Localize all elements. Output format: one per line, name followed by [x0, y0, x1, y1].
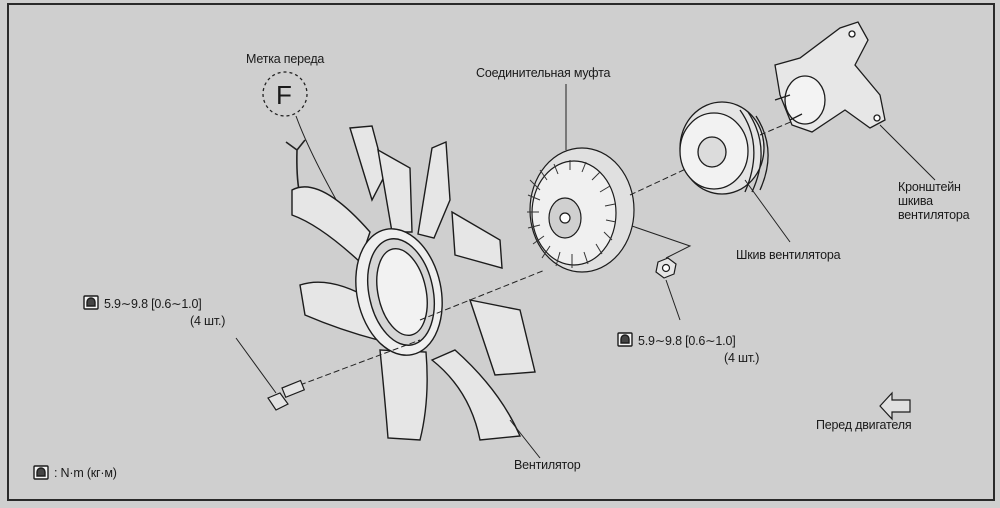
- torque-wrench-icon: [83, 295, 99, 310]
- front-direction-arrow-icon: [879, 391, 911, 421]
- fan-blade: [379, 349, 428, 441]
- torque-wrench-icon: [617, 332, 633, 347]
- torque-right-value: 5.9∼9.8 [0.6∼1.0]: [638, 334, 736, 348]
- bracket-label-line1: Кронштейн: [898, 180, 961, 194]
- fan-label: Вентилятор: [514, 458, 581, 472]
- fan-blade: [417, 140, 451, 239]
- torque-left-value: 5.9∼9.8 [0.6∼1.0]: [104, 297, 202, 311]
- nut-label-leader: [665, 279, 681, 321]
- frame-border: [7, 3, 995, 501]
- front-mark-letter: F: [276, 80, 292, 110]
- fan-blade: [291, 186, 371, 264]
- fan-blade: [468, 299, 536, 376]
- coupling-nut: [655, 257, 677, 279]
- bolt-leader: [235, 337, 277, 394]
- pulley-label: Шкив вентилятора: [736, 248, 841, 262]
- fan-bolt: [267, 379, 306, 411]
- nut-leader: [631, 225, 692, 259]
- engine-front-label: Перед двигателя: [816, 418, 912, 432]
- fan-pulley: [679, 101, 769, 195]
- fan-coupling: [527, 147, 635, 273]
- bracket-label-line3: вентилятора: [898, 208, 970, 222]
- front-mark-circle: [262, 71, 308, 117]
- fan-hub-core: [376, 247, 428, 337]
- fan: [291, 125, 536, 441]
- fan-blade: [377, 148, 413, 233]
- torque-wrench-icon: [33, 465, 49, 480]
- torque-left-qty: (4 шт.): [190, 314, 226, 328]
- fan-label-leader: [509, 419, 541, 459]
- fan-blade: [430, 349, 522, 441]
- bracket-leader: [879, 124, 936, 181]
- axis-line: [419, 269, 546, 321]
- fan-pulley-bracket: [774, 21, 886, 133]
- front-mark-label: Метка переда: [246, 52, 325, 66]
- fan-blade: [451, 210, 503, 269]
- units-legend: : N·m (кг·м): [54, 466, 117, 480]
- axis-line-fan: [299, 339, 421, 386]
- torque-right-qty: (4 шт.): [724, 351, 760, 365]
- bracket-label-line2: шкива: [898, 194, 933, 208]
- pulley-leader: [744, 179, 791, 243]
- coupling-label: Соединительная муфта: [476, 66, 611, 80]
